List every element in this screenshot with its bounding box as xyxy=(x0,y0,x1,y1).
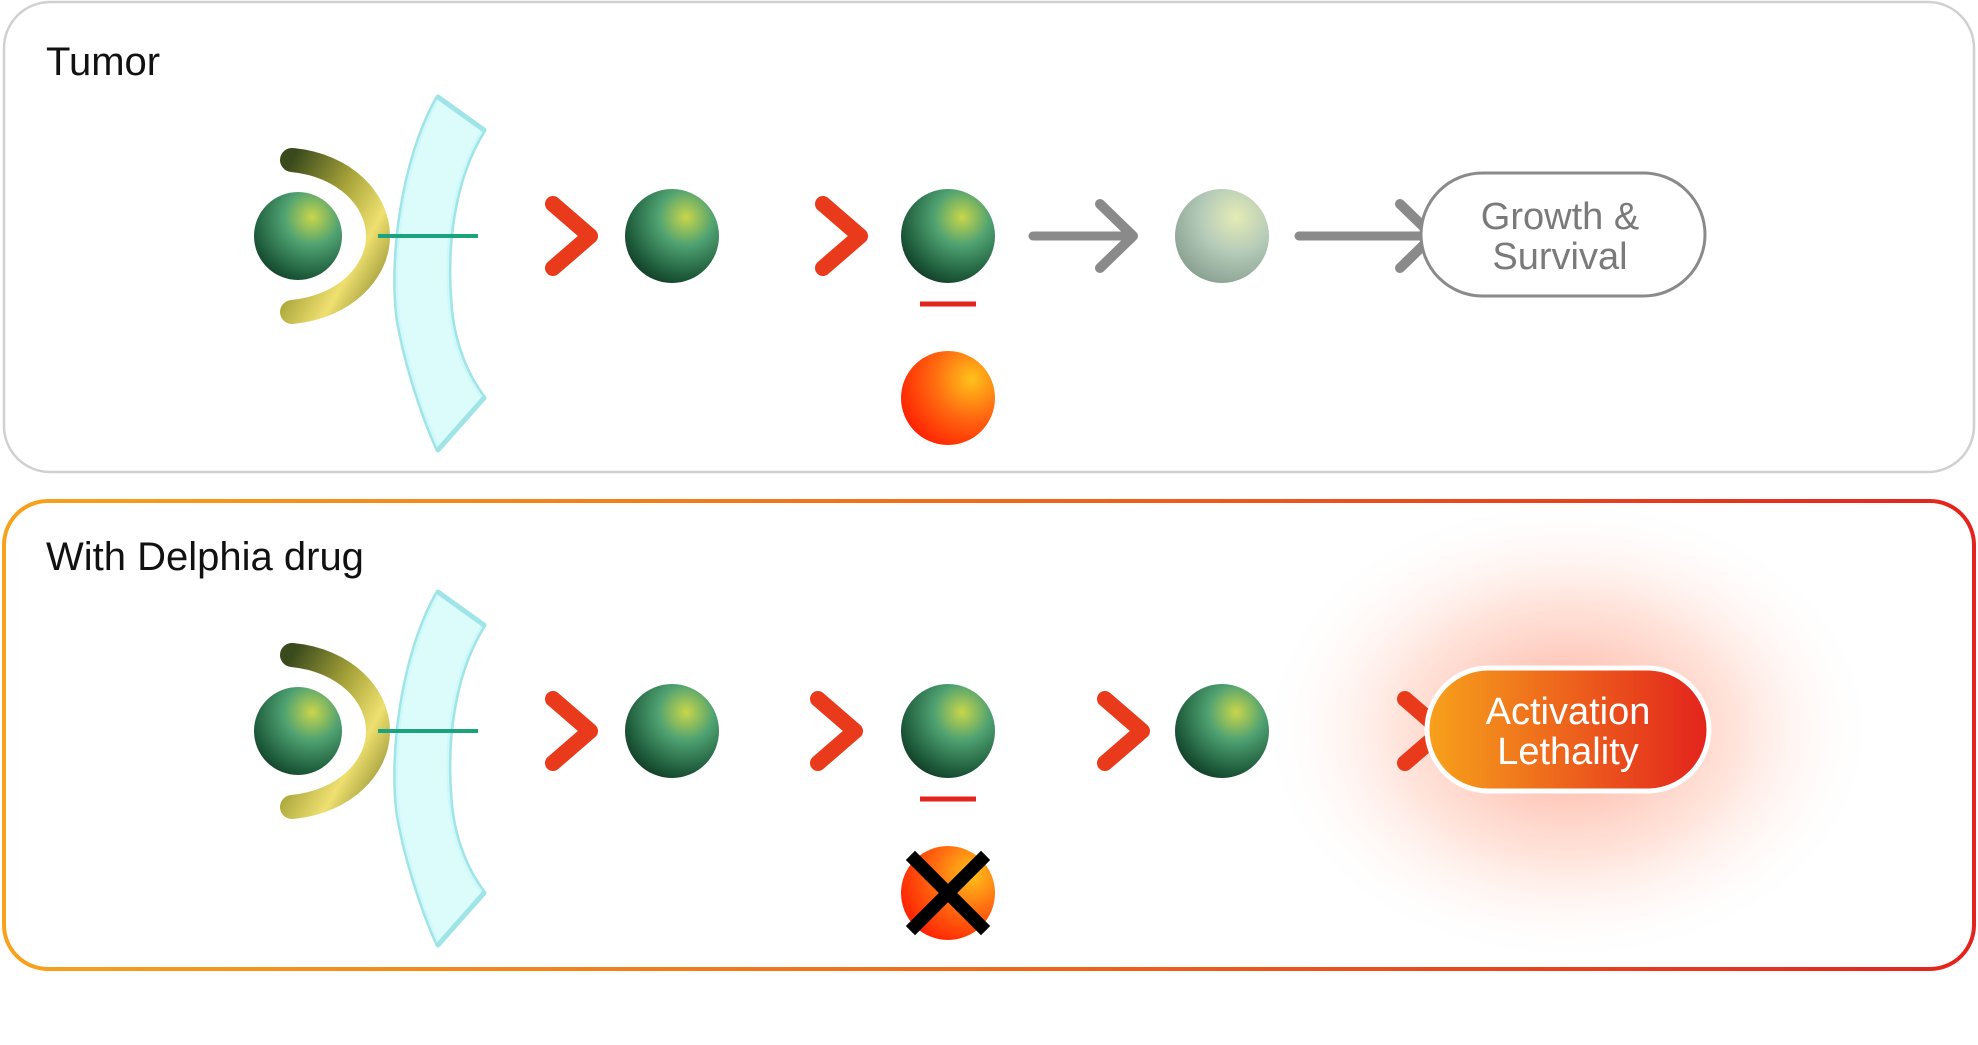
arrow-1 xyxy=(488,691,598,771)
arrow-2 xyxy=(748,691,863,771)
arrow-3 xyxy=(1031,691,1150,771)
tumor-panel: Tumor xyxy=(2,0,1976,474)
tumor-panel-title: Tumor xyxy=(46,40,160,84)
protein-sphere-icon xyxy=(901,189,995,283)
inhibition-marker xyxy=(920,796,976,833)
activation-lethality-outcome: Activation Lethality xyxy=(1424,665,1712,794)
protein-sphere-icon xyxy=(625,189,719,283)
drug-panel-title: With Delphia drug xyxy=(46,535,364,579)
outcome-line-1: Growth & xyxy=(1481,196,1639,238)
growth-survival-outcome: Growth & Survival xyxy=(1419,171,1707,298)
arrow-3-faded xyxy=(1028,199,1138,273)
faded-protein-sphere-icon xyxy=(1175,189,1269,283)
arrow-1 xyxy=(488,196,598,276)
inhibitor-sphere-icon xyxy=(901,351,995,445)
drug-panel: With Delphia drug xyxy=(2,495,1976,971)
arrow-2 xyxy=(753,196,868,276)
protein-sphere-icon xyxy=(1175,684,1269,778)
inhibition-marker xyxy=(920,301,976,338)
outcome-line-1: Activation xyxy=(1486,691,1651,733)
protein-sphere-icon xyxy=(901,684,995,778)
protein-sphere-icon xyxy=(625,684,719,778)
outcome-line-2: Lethality xyxy=(1497,731,1639,773)
outcome-line-2: Survival xyxy=(1492,236,1627,278)
x-mark-icon xyxy=(905,850,991,936)
